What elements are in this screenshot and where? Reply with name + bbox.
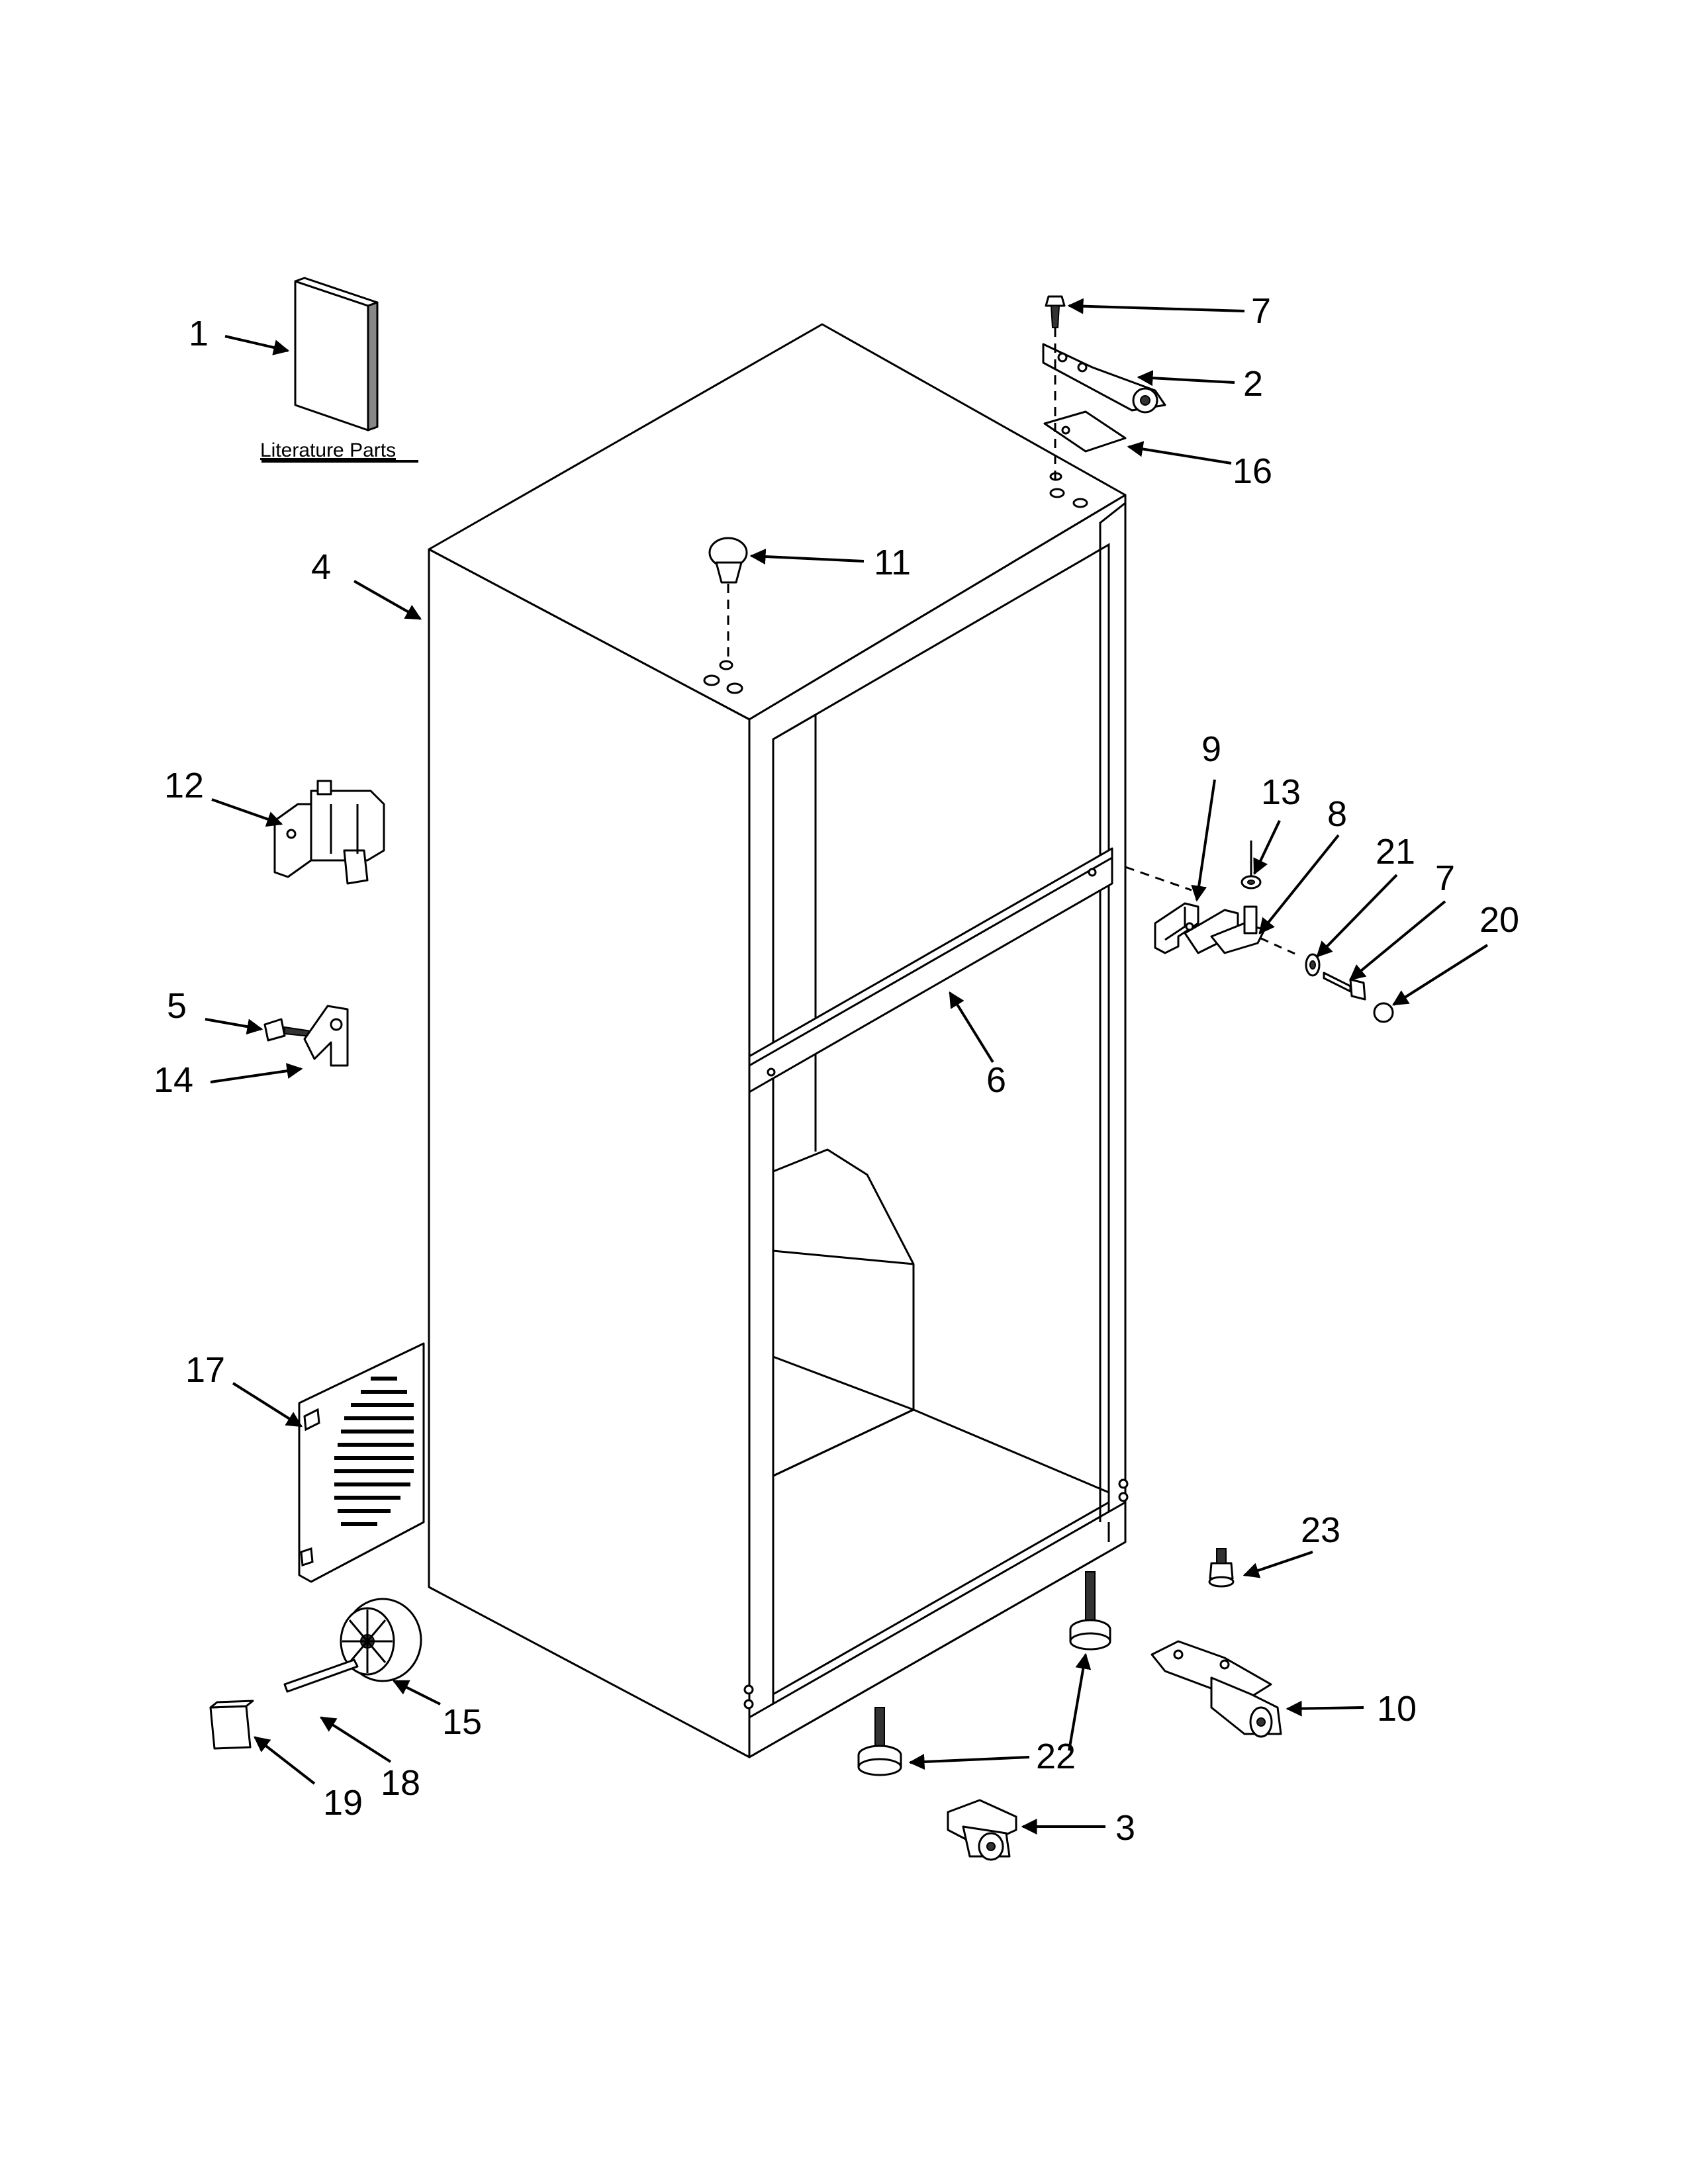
hinge-bolt	[1323, 972, 1366, 1001]
wheel-axle	[283, 1659, 359, 1693]
panel-vents	[334, 1377, 414, 1526]
mounting-screw	[263, 1018, 312, 1042]
leader-lines	[205, 298, 1489, 1835]
top-hinge	[1042, 343, 1166, 414]
callout-22: 22	[1036, 1737, 1076, 1776]
callout-23: 23	[1301, 1510, 1340, 1550]
bottom-hinge-roller	[1150, 1640, 1282, 1738]
spacer-washer	[1305, 953, 1321, 977]
callout-17: 17	[185, 1350, 225, 1390]
callout-5: 5	[167, 986, 187, 1026]
hinge-screw-bottom	[1208, 1548, 1235, 1588]
callout-1: 1	[189, 314, 209, 353]
hinge-shim	[1043, 410, 1127, 453]
callout-21: 21	[1376, 832, 1415, 872]
leveling-leg-lower	[857, 1707, 902, 1776]
callout-20: 20	[1479, 900, 1519, 940]
callout-12: 12	[164, 766, 204, 805]
callout-6: 6	[986, 1060, 1006, 1100]
callout-16: 16	[1233, 451, 1272, 491]
divider-rail	[748, 847, 1113, 1093]
hinge-cap	[1373, 1002, 1394, 1023]
access-panel	[298, 1342, 425, 1583]
callout-19: 19	[323, 1783, 363, 1823]
callout-3: 3	[1115, 1808, 1135, 1848]
callout-18: 18	[381, 1763, 420, 1803]
top-plug	[708, 537, 748, 584]
wheel-cap	[209, 1700, 254, 1750]
water-valve	[273, 780, 385, 885]
callout-10: 10	[1377, 1689, 1417, 1729]
callout-4: 4	[311, 547, 331, 587]
callout-14: 14	[154, 1060, 193, 1100]
callout-2: 2	[1243, 364, 1263, 404]
callout-7: 7	[1251, 291, 1271, 331]
hinge-washer	[1241, 875, 1262, 889]
leveling-leg-upper	[1069, 1571, 1111, 1651]
literature-booklet	[294, 277, 379, 432]
roller-wheel	[340, 1598, 422, 1682]
callout-15: 15	[442, 1702, 482, 1742]
callout-8: 8	[1327, 794, 1347, 834]
valve-bracket	[303, 1005, 349, 1067]
center-hinge-bracket	[1154, 902, 1239, 954]
callout-labels: 1 7 2 16 4 11 12 9 13 8 21 7 20 5 14 6 1…	[154, 291, 1519, 1848]
cabinet	[428, 323, 1129, 1758]
callout-13: 13	[1261, 772, 1301, 812]
top-hinge-screw	[1045, 295, 1066, 328]
callout-7b: 7	[1435, 858, 1455, 898]
callout-9: 9	[1201, 729, 1221, 769]
literature-caption: Literature Parts	[260, 439, 396, 461]
callout-11: 11	[874, 543, 911, 582]
rear-roller	[947, 1799, 1017, 1861]
center-hinge-pin	[1210, 905, 1266, 954]
